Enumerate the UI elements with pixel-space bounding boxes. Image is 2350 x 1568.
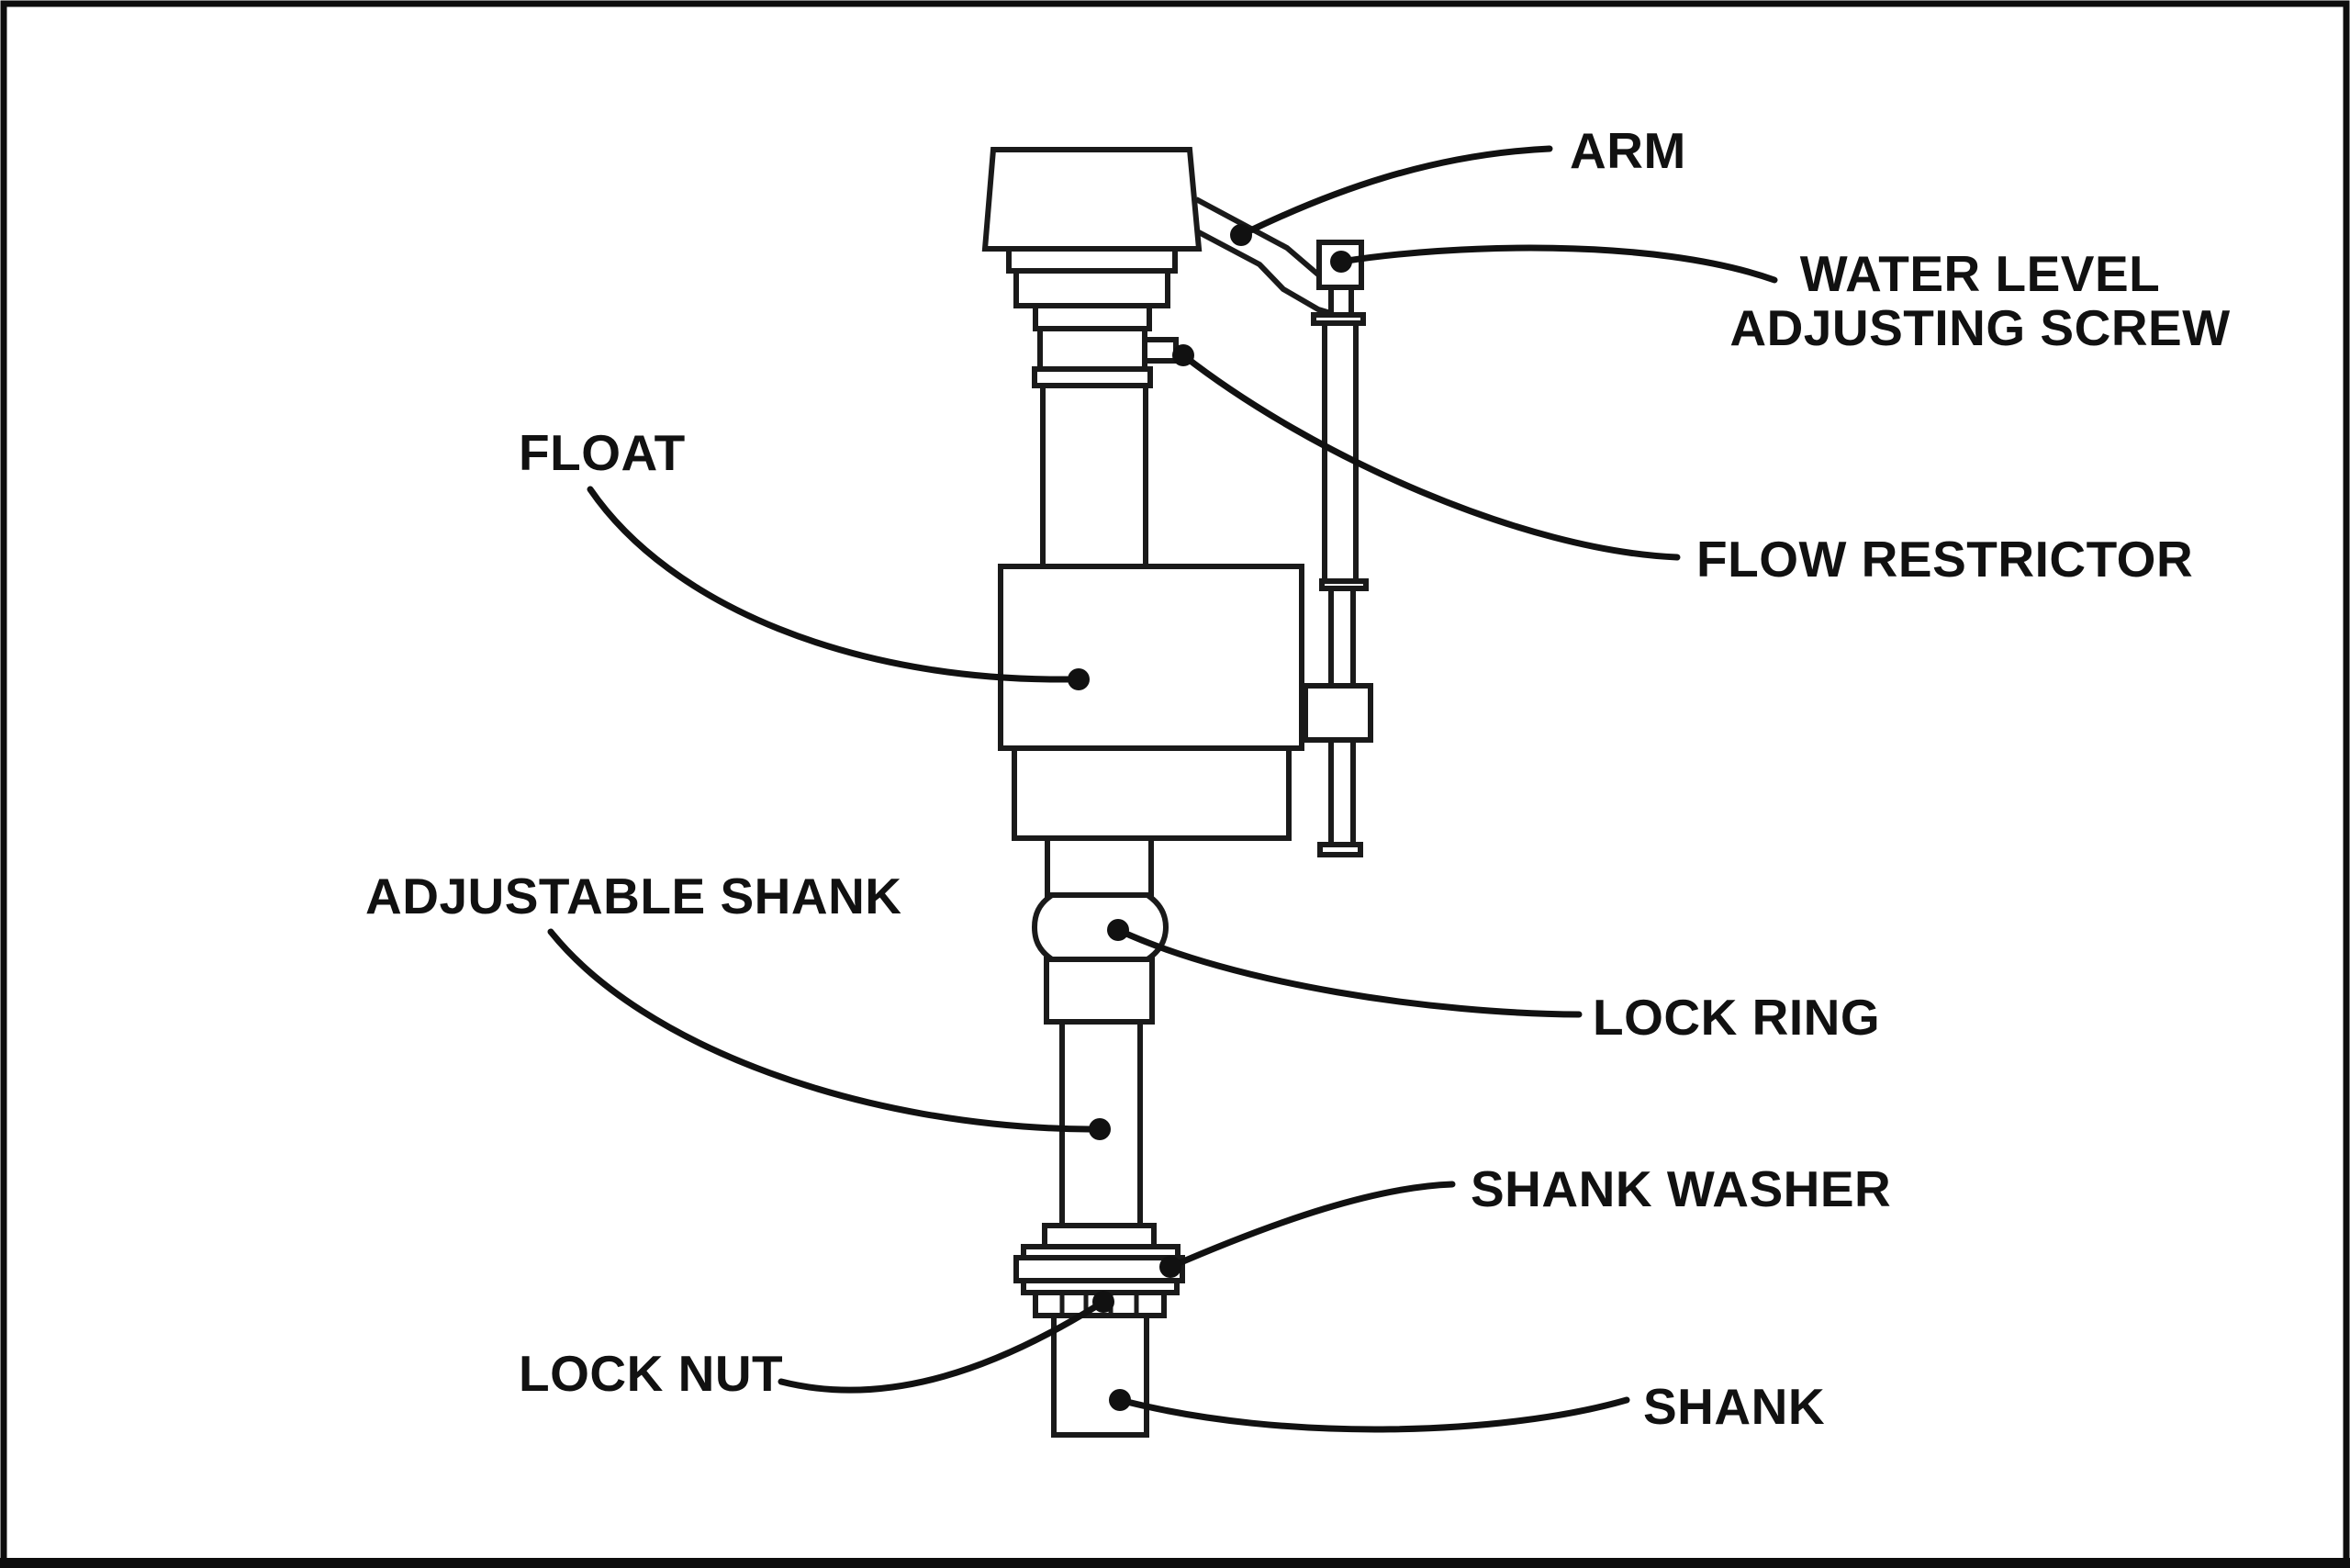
leader-lines	[547, 145, 1778, 1433]
valve-head-shape	[1037, 326, 1147, 372]
mid-tube-shape	[1045, 835, 1154, 898]
water-level-adjusting-screw-label-line2: ADJUSTING SCREW	[1729, 299, 2230, 356]
float-leader-dot	[1068, 668, 1090, 690]
arm-label: ARM	[1570, 122, 1686, 179]
lock-nut-label: LOCK NUT	[519, 1345, 783, 1402]
lock-ring-leader-dot	[1107, 919, 1129, 941]
water-level-adjusting-screw-label-line1: WATER LEVEL	[1800, 245, 2161, 302]
adjusting-screw-assembly	[1303, 240, 1373, 857]
shank-step-shape	[1042, 1223, 1157, 1249]
adjustable-shank-leader-dot	[1089, 1118, 1111, 1140]
shank-leader-line	[1116, 1396, 1630, 1433]
screw-thread-upper-shape	[1328, 586, 1356, 689]
valve-cap-shape	[981, 147, 1203, 252]
float-label: FLOAT	[519, 424, 686, 481]
flow-restrictor-shape	[1142, 337, 1179, 364]
flow-restrictor-label: FLOW RESTRICTOR	[1696, 531, 2193, 588]
screw-stem-shape	[1328, 285, 1354, 318]
diagram-border-bottom	[0, 1558, 2350, 1568]
cap-ledge-shape	[1006, 246, 1178, 274]
shank-washer-leader-line	[1167, 1181, 1456, 1271]
arm-leader-line	[1237, 145, 1553, 239]
float-lower-shape	[1012, 745, 1292, 841]
adjustable-shank-label: ADJUSTABLE SHANK	[365, 868, 902, 924]
shank-washer-leader-dot	[1159, 1256, 1181, 1278]
screw-guide-block-shape	[1303, 683, 1373, 743]
lock-ring-label: LOCK RING	[1593, 989, 1880, 1046]
shank-leader-dot	[1109, 1389, 1131, 1411]
water-level-screw-leader-line	[1337, 244, 1778, 284]
shank-label: SHANK	[1643, 1378, 1825, 1435]
flow-restrictor-leader-line	[1180, 352, 1681, 561]
shank-washer-label: SHANK WASHER	[1471, 1160, 1891, 1217]
upper-collar-shape	[1013, 268, 1170, 308]
lock-ring-leader-line	[1114, 926, 1583, 1018]
flow-restrictor-leader-dot	[1172, 344, 1194, 366]
lock-ring-shape	[1031, 892, 1169, 962]
float-shape	[998, 564, 1304, 751]
float-leader-line	[587, 486, 1071, 683]
float-arm-lower-edge	[1195, 229, 1337, 318]
collar-step-shape	[1033, 303, 1152, 331]
lock-nut-leader-line	[778, 1303, 1100, 1394]
labels: ARM WATER LEVEL ADJUSTING SCREW FLOW RES…	[365, 122, 2230, 1435]
float-arm-shape	[1194, 196, 1337, 318]
screw-end-cap-shape	[1317, 842, 1363, 857]
water-level-screw-leader-dot	[1330, 251, 1352, 273]
valve-body	[981, 147, 1304, 1438]
shank-coupler-shape	[1044, 957, 1155, 1025]
arm-leader-dot	[1230, 224, 1252, 246]
threaded-shank-shape	[1051, 1313, 1149, 1438]
upper-tube-shape	[1040, 383, 1148, 569]
lock-nut-leader-dot	[1092, 1291, 1114, 1313]
screw-thread-lower-shape	[1328, 737, 1356, 847]
adjustable-shank-leader-line	[547, 928, 1092, 1133]
shank-washer-shape	[1013, 1255, 1185, 1283]
